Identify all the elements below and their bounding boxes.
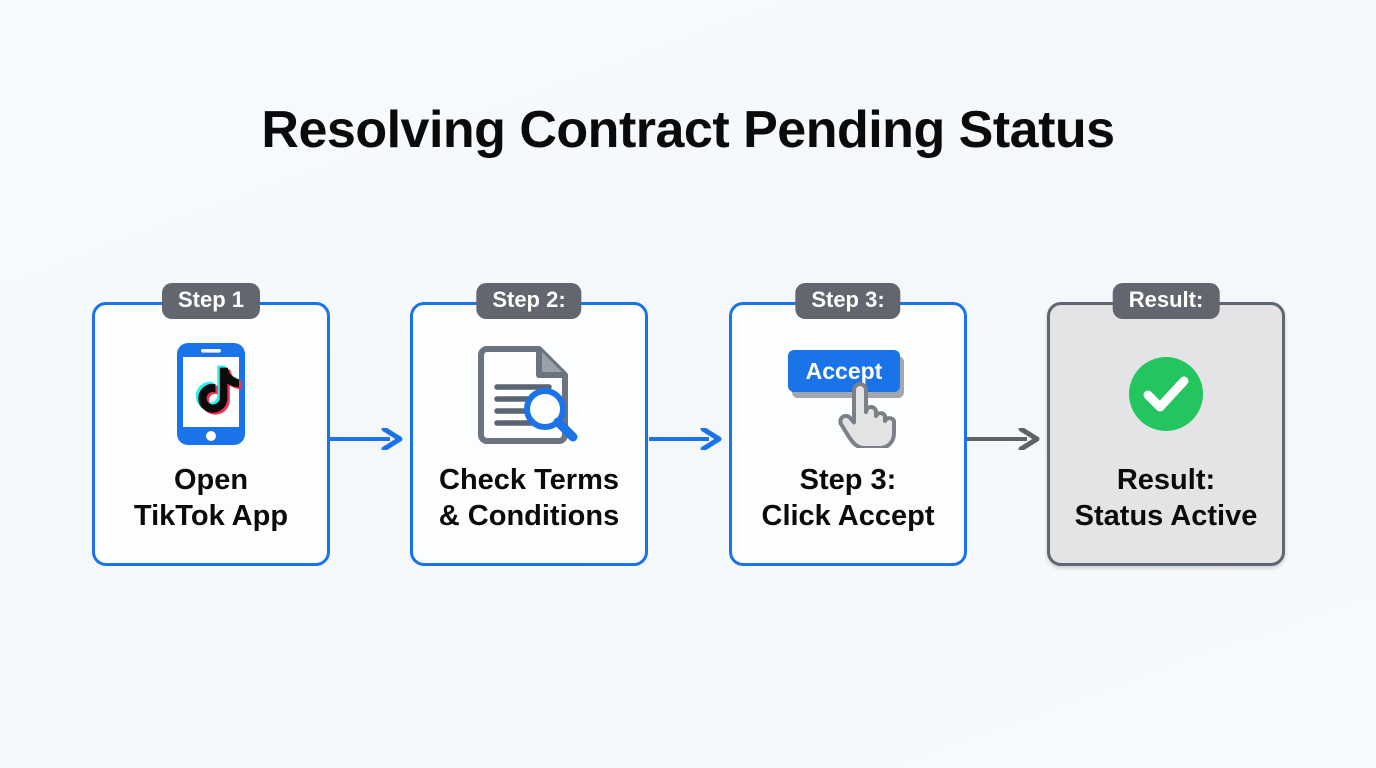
flow-card-step-2[interactable]: Step 2: Check Terms & Conditions: [410, 283, 648, 566]
card-label-line2: Click Accept: [761, 500, 935, 533]
card-label-line2: & Conditions: [438, 500, 620, 533]
page-title: Resolving Contract Pending Status: [261, 101, 1115, 159]
card-label-line2: Status Active: [1074, 500, 1258, 533]
process-flow: Step 1 Open TikTok App: [92, 283, 1285, 566]
result-badge: Result:: [1112, 283, 1220, 320]
phone-tiktok-icon: [95, 339, 327, 449]
step-badge-1: Step 1: [161, 283, 261, 320]
green-check-circle-icon: [1050, 339, 1282, 449]
card-label-line1: Check Terms: [439, 463, 619, 496]
flow-card-step-3[interactable]: Step 3: Accept Step 3: Click Accept: [729, 283, 967, 566]
card-label-line1: Step 3:: [799, 463, 897, 496]
accept-button[interactable]: Accept: [788, 350, 900, 392]
arrow-step3-to-result: [967, 426, 1047, 452]
card-label-result: Result: Status Active: [1050, 462, 1282, 535]
document-search-icon: [413, 339, 645, 449]
card-label-step-2: Check Terms & Conditions: [413, 462, 645, 535]
card-label-line1: Result:: [1116, 463, 1216, 496]
flow-card-step-1[interactable]: Step 1 Open TikTok App: [92, 283, 330, 566]
card-label-line2: TikTok App: [133, 500, 289, 533]
arrow-step2-to-step3: [649, 426, 729, 452]
step-badge-2: Step 2:: [476, 283, 582, 320]
hand-cursor-icon: [836, 382, 898, 453]
card-label-step-1: Open TikTok App: [95, 462, 327, 535]
card-label-step-3: Step 3: Click Accept: [732, 462, 964, 535]
arrow-step1-to-step2: [330, 426, 410, 452]
accept-button-cursor-icon: Accept: [732, 339, 964, 450]
card-label-line1: Open: [173, 463, 249, 496]
flow-card-result[interactable]: Result: Result: Status Active: [1047, 283, 1285, 566]
step-badge-3: Step 3:: [795, 283, 901, 320]
